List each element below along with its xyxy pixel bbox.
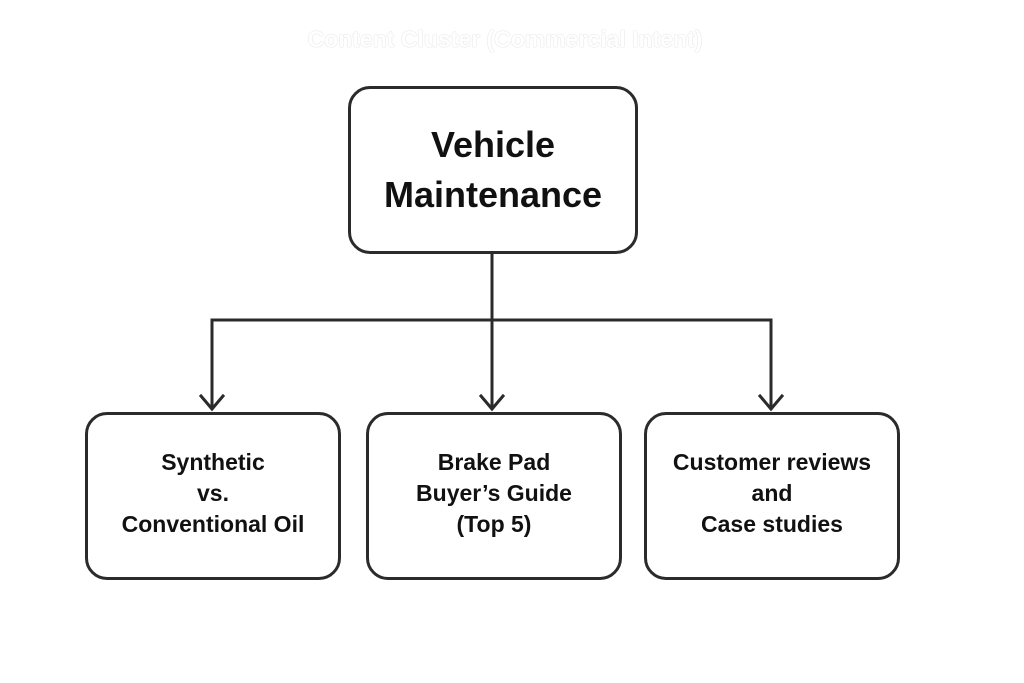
child-node-label: Customer reviews: [672, 448, 872, 475]
root-node: Vehicle Maintenance: [348, 86, 638, 254]
arrowhead-icon: [757, 393, 785, 412]
child-node-label: vs.: [197, 479, 229, 506]
child-node-label: Brake Pad: [437, 448, 551, 475]
root-node-label: Vehicle: [430, 124, 556, 165]
child-node-label: Buyer’s Guide: [416, 479, 572, 506]
child-node-label: Synthetic: [161, 448, 265, 475]
arrowhead-icon: [478, 393, 506, 412]
child-node-label: and: [751, 479, 793, 506]
child-node-label: Case studies: [701, 510, 843, 537]
child-node-oil: Synthetic vs. Conventional Oil: [85, 412, 341, 580]
diagram-title: Content Cluster (Commercial Intent): [307, 26, 703, 52]
child-node-label: (Top 5): [456, 510, 532, 537]
arrowhead-icon: [198, 393, 226, 412]
child-node-brake-pad: Brake Pad Buyer’s Guide (Top 5): [366, 412, 622, 580]
child-node-label: Conventional Oil: [121, 510, 305, 537]
child-node-reviews: Customer reviews and Case studies: [644, 412, 900, 580]
root-node-label: Maintenance: [383, 174, 603, 215]
